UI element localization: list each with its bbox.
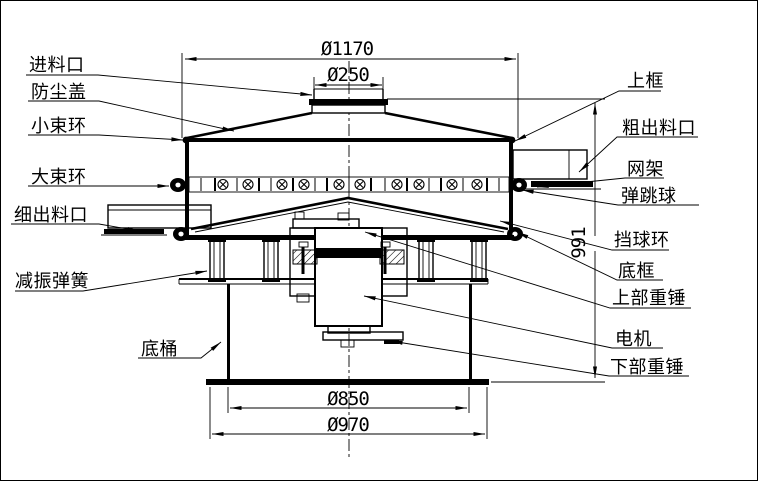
dim-top-outer-diameter: Ø1170 [321, 38, 374, 60]
bottom-barrel [206, 284, 489, 385]
label-upper-frame: 上框 [627, 71, 664, 92]
label-large-clamp-ring: 大束环 [31, 167, 87, 188]
leader-bottom-frame [516, 231, 663, 281]
spring [417, 238, 435, 282]
leader-screen-frame [536, 177, 664, 188]
dimension-970: Ø970 [209, 387, 488, 439]
dim-height: 991 [568, 227, 590, 259]
leader-coarse-outlet [578, 136, 698, 173]
label-feed-inlet: 进料口 [29, 55, 85, 76]
dim-bottom-inner-diameter: Ø850 [327, 388, 369, 410]
base-plate [206, 379, 489, 385]
spring [470, 238, 488, 282]
dimension-1170: Ø1170 [181, 38, 519, 138]
label-upper-weight: 上部重锤 [612, 288, 686, 309]
leader-bottom-barrel [138, 341, 222, 359]
dimension-850: Ø850 [227, 387, 470, 413]
part-labels: 进料口 防尘盖 小束环 大束环 细出料口 减振弹簧 底桶 上框 粗出料口 网架 … [14, 55, 696, 378]
fine-outlet [101, 204, 212, 236]
screen-frame-band [188, 176, 510, 193]
leader-lower-weight [390, 340, 689, 377]
label-damping-spring: 减振弹簧 [15, 271, 89, 292]
dim-bottom-outer-diameter: Ø970 [327, 414, 369, 436]
label-dust-cover: 防尘盖 [31, 82, 87, 103]
label-ball-stop-ring: 挡球环 [614, 230, 670, 251]
leader-upper-frame [514, 90, 661, 142]
leader-ball-stop-ring [499, 220, 669, 251]
dim-inlet-diameter: Ø250 [327, 64, 369, 86]
lower-weight [322, 331, 404, 341]
damping-springs [208, 238, 488, 282]
leader-bouncing-ball [521, 189, 699, 206]
motor-body [314, 227, 383, 327]
leader-dust-cover [28, 100, 235, 132]
label-small-clamp-ring: 小束环 [31, 116, 87, 137]
mesh-cone [190, 196, 509, 233]
label-fine-outlet: 细出料口 [14, 205, 88, 226]
spring [262, 238, 280, 282]
label-lower-weight: 下部重锤 [610, 357, 684, 378]
upper-frame [182, 136, 516, 240]
bouncing-balls [217, 178, 483, 191]
label-motor: 电机 [615, 329, 652, 350]
motor-assembly [289, 211, 408, 348]
dimension-250: Ø250 [313, 64, 384, 91]
leader-lines [11, 74, 699, 377]
leader-motor [363, 295, 663, 349]
label-screen-frame: 网架 [627, 159, 664, 180]
leader-feed-inlet [26, 74, 313, 96]
leader-small-clamp-ring [28, 134, 184, 142]
leader-upper-weight [364, 231, 691, 309]
label-bottom-frame: 底框 [618, 261, 655, 282]
feed-inlet-pipe [309, 88, 388, 114]
dust-cover [186, 111, 513, 140]
leader-fine-outlet [11, 223, 140, 232]
band-dividers [200, 178, 500, 191]
spring [208, 238, 226, 282]
dimension-991: 991 [387, 98, 605, 383]
label-bouncing-ball: 弹跳球 [621, 186, 677, 207]
leader-damping-spring [15, 270, 208, 292]
label-bottom-barrel: 底桶 [141, 339, 178, 360]
label-coarse-outlet: 粗出料口 [622, 118, 696, 139]
